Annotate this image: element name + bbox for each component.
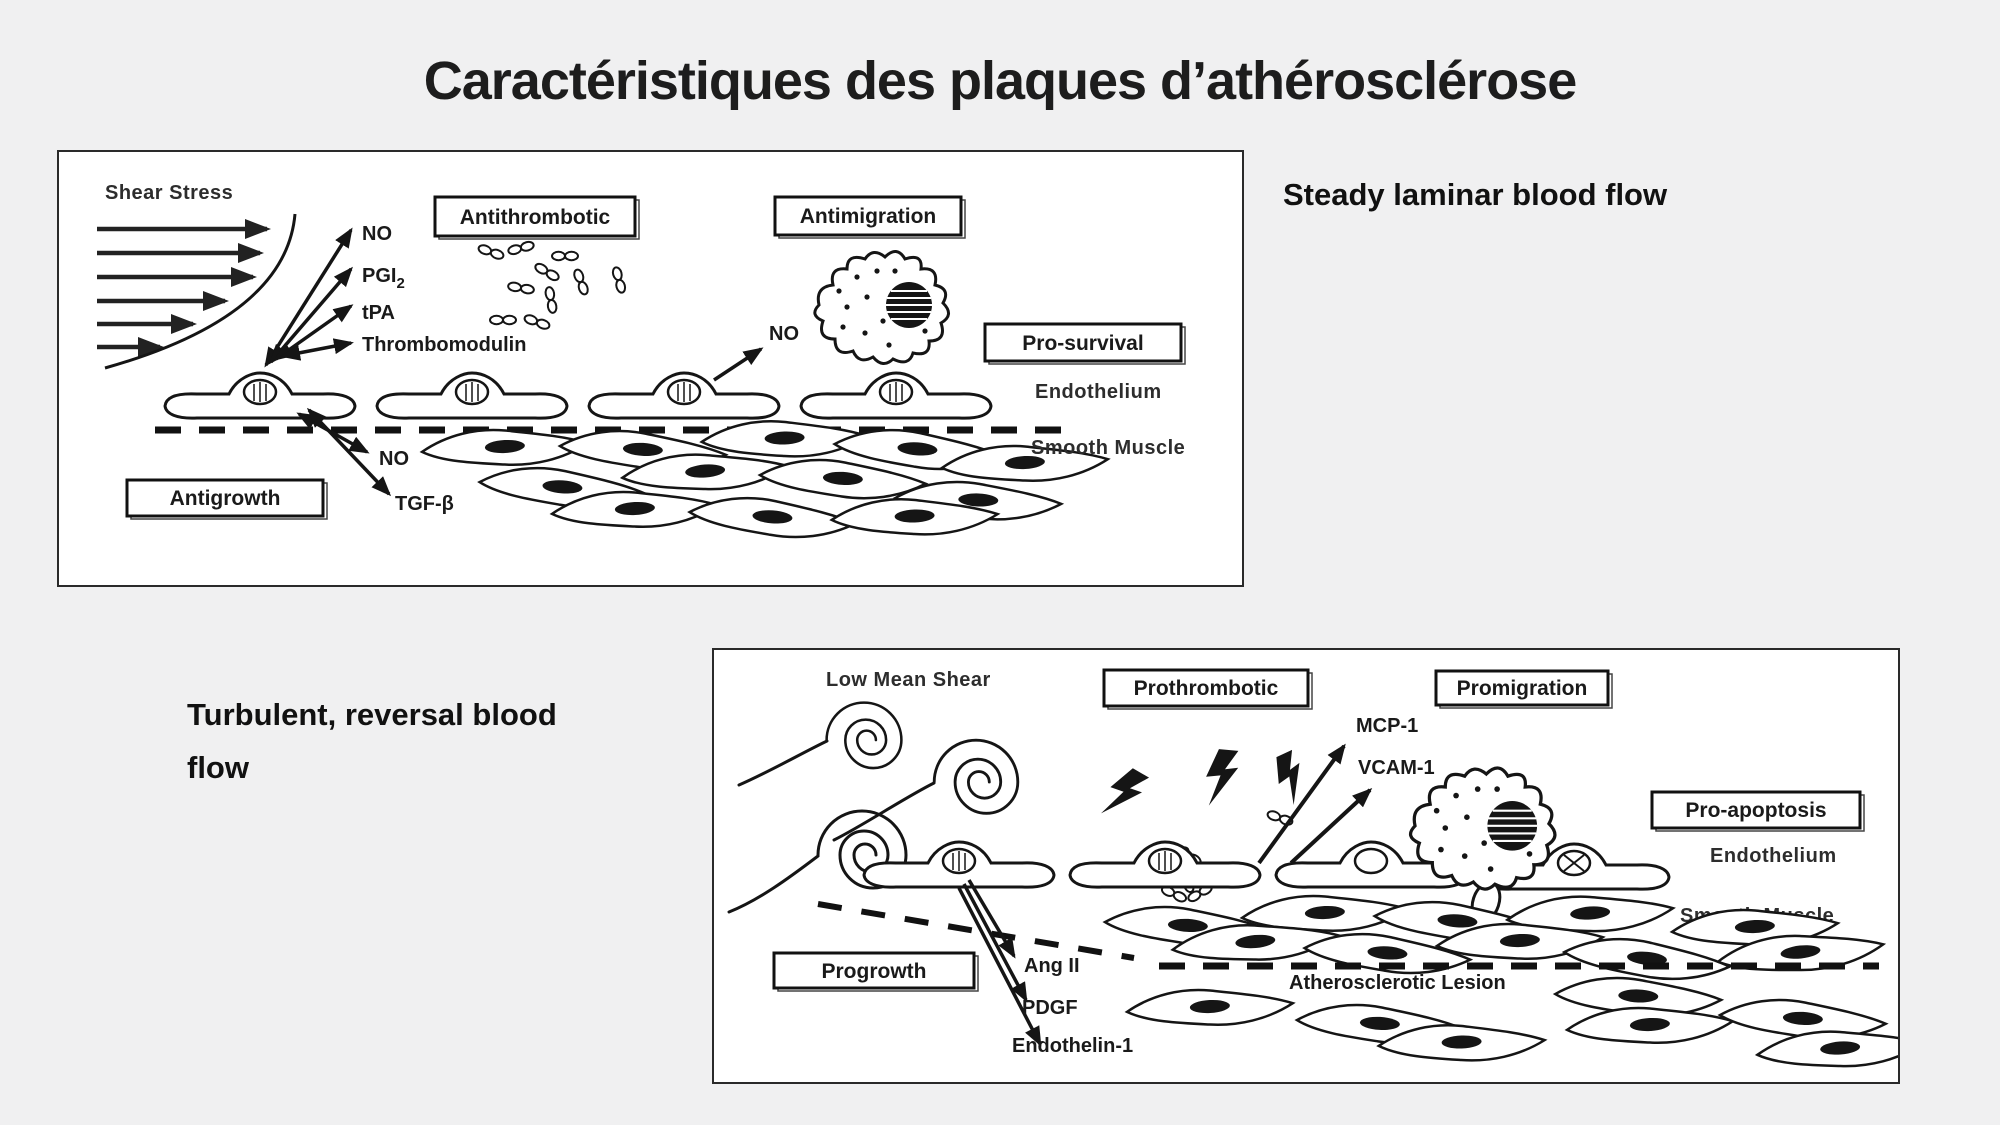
pro-survival-box: Pro-survival	[983, 322, 1186, 365]
svg-text:Pro-apoptosis: Pro-apoptosis	[1685, 799, 1826, 822]
monocyte-cell	[813, 249, 951, 366]
svg-text:Prothrombotic: Prothrombotic	[1134, 677, 1279, 700]
no-subendothelial-label: NO	[379, 448, 409, 470]
steady-flow-figure: Shear Stress NO PGI2 tPA Thrombomodulin	[57, 150, 1244, 587]
turbulence-swirls	[727, 701, 1020, 914]
subendothelial-mediator-arrows	[296, 407, 392, 497]
prothrombotic-box: Prothrombotic	[1102, 668, 1313, 710]
monocyte-transmigrating	[1408, 766, 1557, 891]
adhesion-molecule-arrows	[1257, 743, 1373, 865]
atherosclerotic-lesion-label: Atherosclerotic Lesion	[1289, 972, 1506, 994]
endothelium-label: Endothelium	[1035, 381, 1162, 403]
disrupted-lamina-dashed-line	[817, 901, 1135, 961]
growth-factor-arrows	[957, 879, 1042, 1047]
platelet-cluster	[476, 239, 628, 332]
tgf-beta-label: TGF-β	[395, 493, 454, 515]
deep-smooth-muscle-cells	[1124, 974, 1898, 1074]
caption-turbulent-flow: Turbulent, reversal blood flow	[187, 697, 557, 786]
svg-text:Antigrowth: Antigrowth	[170, 487, 281, 510]
antimigration-box: Antimigration	[773, 195, 966, 239]
tpa-label: tPA	[362, 302, 395, 324]
endothelium-row	[163, 371, 993, 420]
promigration-box: Promigration	[1434, 669, 1613, 709]
low-mean-shear-label: Low Mean Shear	[826, 669, 991, 691]
endothelin1-label: Endothelin-1	[1012, 1035, 1133, 1057]
thrombomodulin-label: Thrombomodulin	[362, 334, 526, 356]
pgi2-label: PGI2	[362, 265, 405, 292]
caption-steady-laminar-flow: Steady laminar blood flow	[1283, 177, 1668, 212]
slide-title: Caractéristiques des plaques d’athéroscl…	[423, 51, 1578, 112]
pdgf-label: PDGF	[1022, 997, 1078, 1019]
steady-flow-diagram: Shear Stress NO PGI2 tPA Thrombomodulin	[97, 182, 1186, 543]
smooth-muscle-cluster	[419, 416, 1110, 543]
lightning-bolts	[1096, 748, 1315, 826]
antithrombotic-box: Antithrombotic	[433, 195, 640, 240]
shear-stress-label: Shear Stress	[105, 182, 233, 204]
smooth-muscle-label: Smooth Muscle	[1031, 437, 1185, 459]
vcam1-label: VCAM-1	[1358, 757, 1435, 779]
progrowth-box: Progrowth	[772, 951, 979, 992]
no-monocyte-label: NO	[769, 323, 799, 345]
mcp1-label: MCP-1	[1356, 715, 1418, 737]
ang-ii-label: Ang II	[1024, 955, 1080, 977]
turbulent-flow-figure: Low Mean Shear Prothrombotic Promigratio…	[712, 648, 1900, 1084]
pro-apoptosis-box: Pro-apoptosis	[1650, 790, 1865, 832]
mediator-release-arrows	[264, 227, 354, 368]
svg-text:Promigration: Promigration	[1457, 677, 1588, 700]
svg-text:Progrowth: Progrowth	[822, 960, 927, 983]
svg-text:Pro-survival: Pro-survival	[1022, 332, 1143, 355]
turbulent-flow-diagram: Low Mean Shear Prothrombotic Promigratio…	[727, 668, 1898, 1074]
endothelium-label: Endothelium	[1710, 845, 1837, 867]
no-mediator-label: NO	[362, 223, 392, 245]
svg-text:Antimigration: Antimigration	[800, 205, 937, 228]
laminar-flow-arrows	[97, 219, 271, 357]
no-to-monocyte-arrow	[713, 347, 764, 382]
antigrowth-box: Antigrowth	[125, 478, 328, 520]
svg-text:Antithrombotic: Antithrombotic	[460, 206, 611, 229]
